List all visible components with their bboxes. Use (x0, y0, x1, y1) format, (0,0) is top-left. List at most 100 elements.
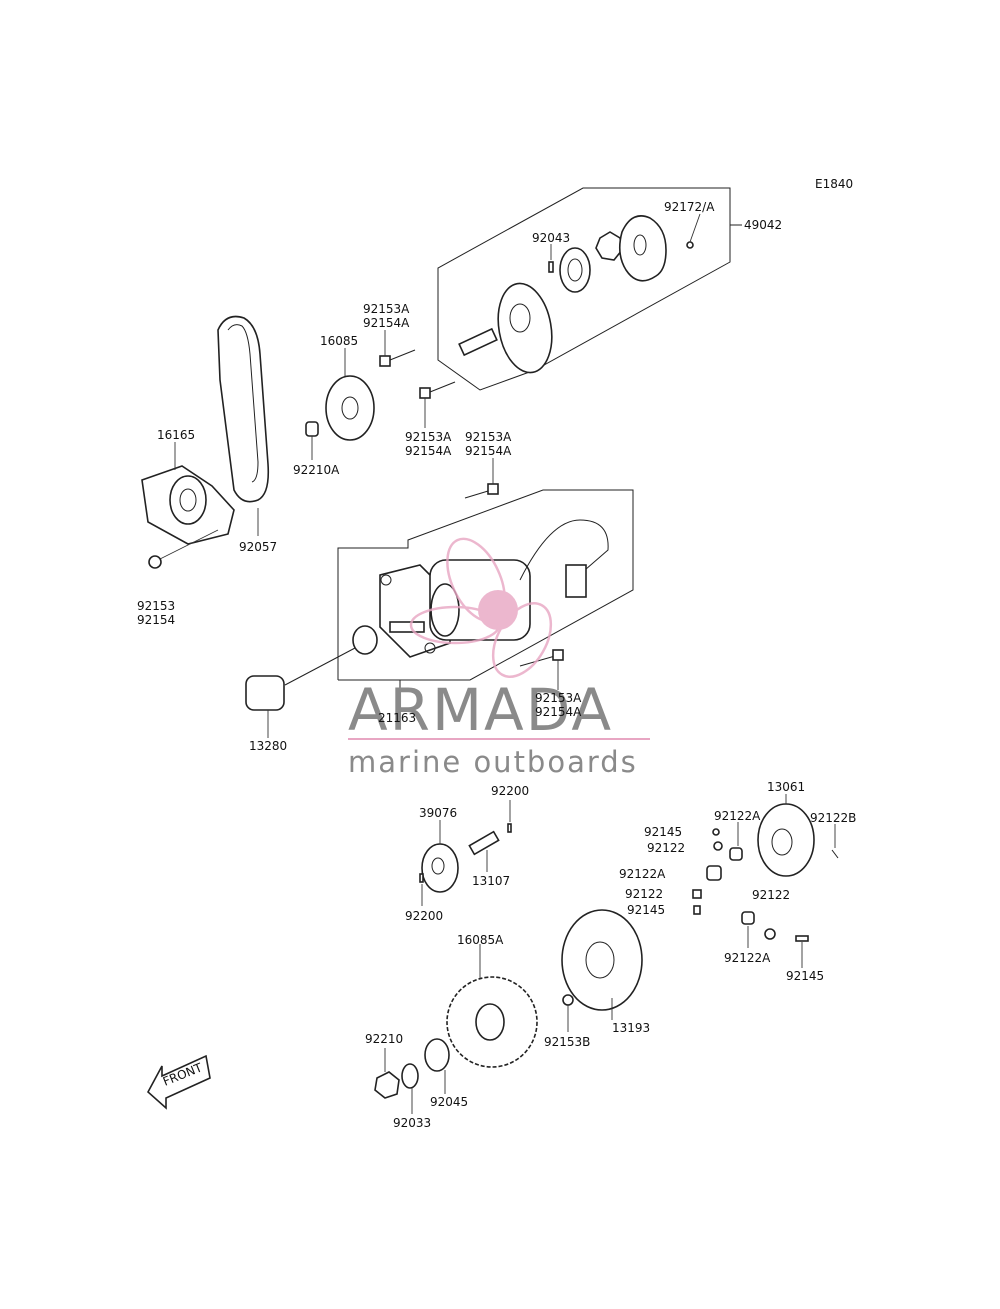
bolt-head-92153A-lower[interactable] (419, 387, 431, 399)
cap-92122-1[interactable] (713, 841, 723, 851)
screw-92172A[interactable] (686, 241, 694, 249)
label-92153A-mid2: 92153A (465, 430, 512, 444)
label-92122-1: 92122 (647, 841, 685, 855)
bolt-head-92153[interactable] (148, 555, 162, 569)
label-13280: 13280 (249, 739, 287, 753)
label-92043: 92043 (532, 231, 570, 245)
cap-92122-2[interactable] (692, 889, 702, 899)
label-49042: 49042 (744, 218, 782, 232)
nut-92210[interactable] (374, 1071, 400, 1099)
oil-pump-cover[interactable] (618, 215, 667, 282)
pin-92043[interactable] (548, 261, 554, 273)
label-92122-3: 92122 (752, 888, 790, 902)
watermark-brand: ARMADA (348, 676, 613, 744)
starter-connector[interactable] (565, 564, 587, 598)
label-16085: 16085 (320, 334, 358, 348)
starter-motor-group (337, 458, 634, 690)
cap-92122-3[interactable] (764, 928, 776, 940)
logo-blade-2 (409, 605, 501, 645)
clutch-housing-13193[interactable] (561, 909, 643, 1011)
spring-92145-2[interactable] (693, 905, 701, 915)
chain-guide-boss (169, 475, 207, 525)
oil-pump-body[interactable] (492, 279, 559, 377)
starter-gear-hub (475, 1003, 505, 1041)
oil-pump-body-bore (509, 303, 531, 333)
bolt-shank-92153 (157, 529, 219, 561)
logo-blade-1 (446, 537, 506, 623)
coupling-13280[interactable] (245, 675, 285, 711)
roller-92122A-3[interactable] (741, 911, 755, 925)
label-92154A-top1: 92154A (363, 316, 410, 330)
label-92122B: 92122B (810, 811, 856, 825)
o-ring[interactable] (352, 625, 378, 655)
bolt-head-92153A-upper[interactable] (379, 355, 391, 367)
oil-pump-inner-rotor[interactable] (595, 231, 623, 261)
label-92172A: 92172/A (664, 200, 715, 214)
bearing-92045[interactable] (424, 1038, 450, 1072)
starter-clutch-group (374, 794, 839, 1114)
sprocket-16085-group (305, 348, 375, 460)
drive-chain-92057[interactable] (217, 315, 270, 503)
logo-blade-3 (491, 602, 553, 678)
watermark-tagline: marine outboards (348, 745, 638, 779)
label-92154A-mid2: 92154A (465, 444, 512, 458)
propeller-logo-icon (409, 537, 553, 678)
oil-pump-outer-rotor[interactable] (559, 247, 591, 293)
chain-92057-group (217, 315, 270, 536)
clutch-housing-hub (585, 941, 615, 979)
oil-pump-cover-hole (633, 234, 647, 256)
nut-92210A[interactable] (305, 421, 319, 437)
pin-92200-top[interactable] (507, 823, 512, 833)
label-92210A: 92210A (293, 463, 340, 477)
watermark-rule (348, 738, 650, 740)
label-92153: 92153 (137, 599, 175, 613)
label-92145-1: 92145 (644, 825, 682, 839)
pump-mounting-bolts (379, 330, 456, 428)
diagram-code: E1840 (815, 177, 853, 191)
chain-guide-16165-group (141, 442, 235, 569)
bolt-92153A-starter-upper[interactable] (487, 483, 499, 495)
roller-92122A-1[interactable] (729, 847, 743, 861)
coupling-13280-group (245, 647, 356, 738)
idle-gear-39076-hub (431, 857, 445, 875)
oil-pump-shaft[interactable] (458, 327, 498, 357)
label-92033: 92033 (393, 1116, 431, 1130)
label-92200-bottom: 92200 (405, 909, 443, 923)
clutch-plate-13061[interactable] (757, 803, 815, 877)
oil-pump-assembly-group (437, 187, 742, 391)
label-39076: 39076 (419, 806, 457, 820)
label-92145-3: 92145 (786, 969, 824, 983)
label-13193: 13193 (612, 1021, 650, 1035)
idle-shaft-13107[interactable] (468, 830, 500, 856)
pin-92200-bottom[interactable] (419, 873, 424, 883)
label-21163: 21163 (378, 711, 416, 725)
pin-92122B[interactable] (831, 849, 839, 859)
washer-92033[interactable] (401, 1063, 419, 1089)
label-92154: 92154 (137, 613, 175, 627)
flange-bolt-hole-1 (380, 574, 392, 586)
part-labels: 49042 92172/A 92043 92153A 92154A 16085 … (137, 200, 856, 1130)
front-arrow: FRONT (146, 1054, 211, 1110)
label-92153A-low: 92153A (535, 691, 582, 705)
idle-gear-39076[interactable] (421, 843, 459, 893)
label-92200-top: 92200 (491, 784, 529, 798)
label-92154A-mid1: 92154A (405, 444, 452, 458)
label-92153A-top1: 92153A (363, 302, 410, 316)
bolt-shank-lower (429, 381, 456, 393)
label-16165: 16165 (157, 428, 195, 442)
sprocket-16085[interactable] (325, 375, 375, 441)
coupling-axis (284, 647, 356, 686)
spring-92145-1[interactable] (712, 828, 720, 836)
bolt-92153A-starter-lower[interactable] (552, 649, 564, 661)
starter-shaft (389, 621, 425, 633)
screw-92153B[interactable] (562, 994, 574, 1006)
assembly-bracket-49042 (437, 187, 742, 391)
label-92145-2: 92145 (627, 903, 665, 917)
bolt-shank-upper (389, 349, 416, 361)
label-13107: 13107 (472, 874, 510, 888)
roller-92122A-2[interactable] (706, 865, 722, 881)
label-92154A-low: 92154A (535, 705, 582, 719)
sprocket-16085-hub (341, 396, 359, 420)
spring-92145-3[interactable] (795, 935, 809, 942)
